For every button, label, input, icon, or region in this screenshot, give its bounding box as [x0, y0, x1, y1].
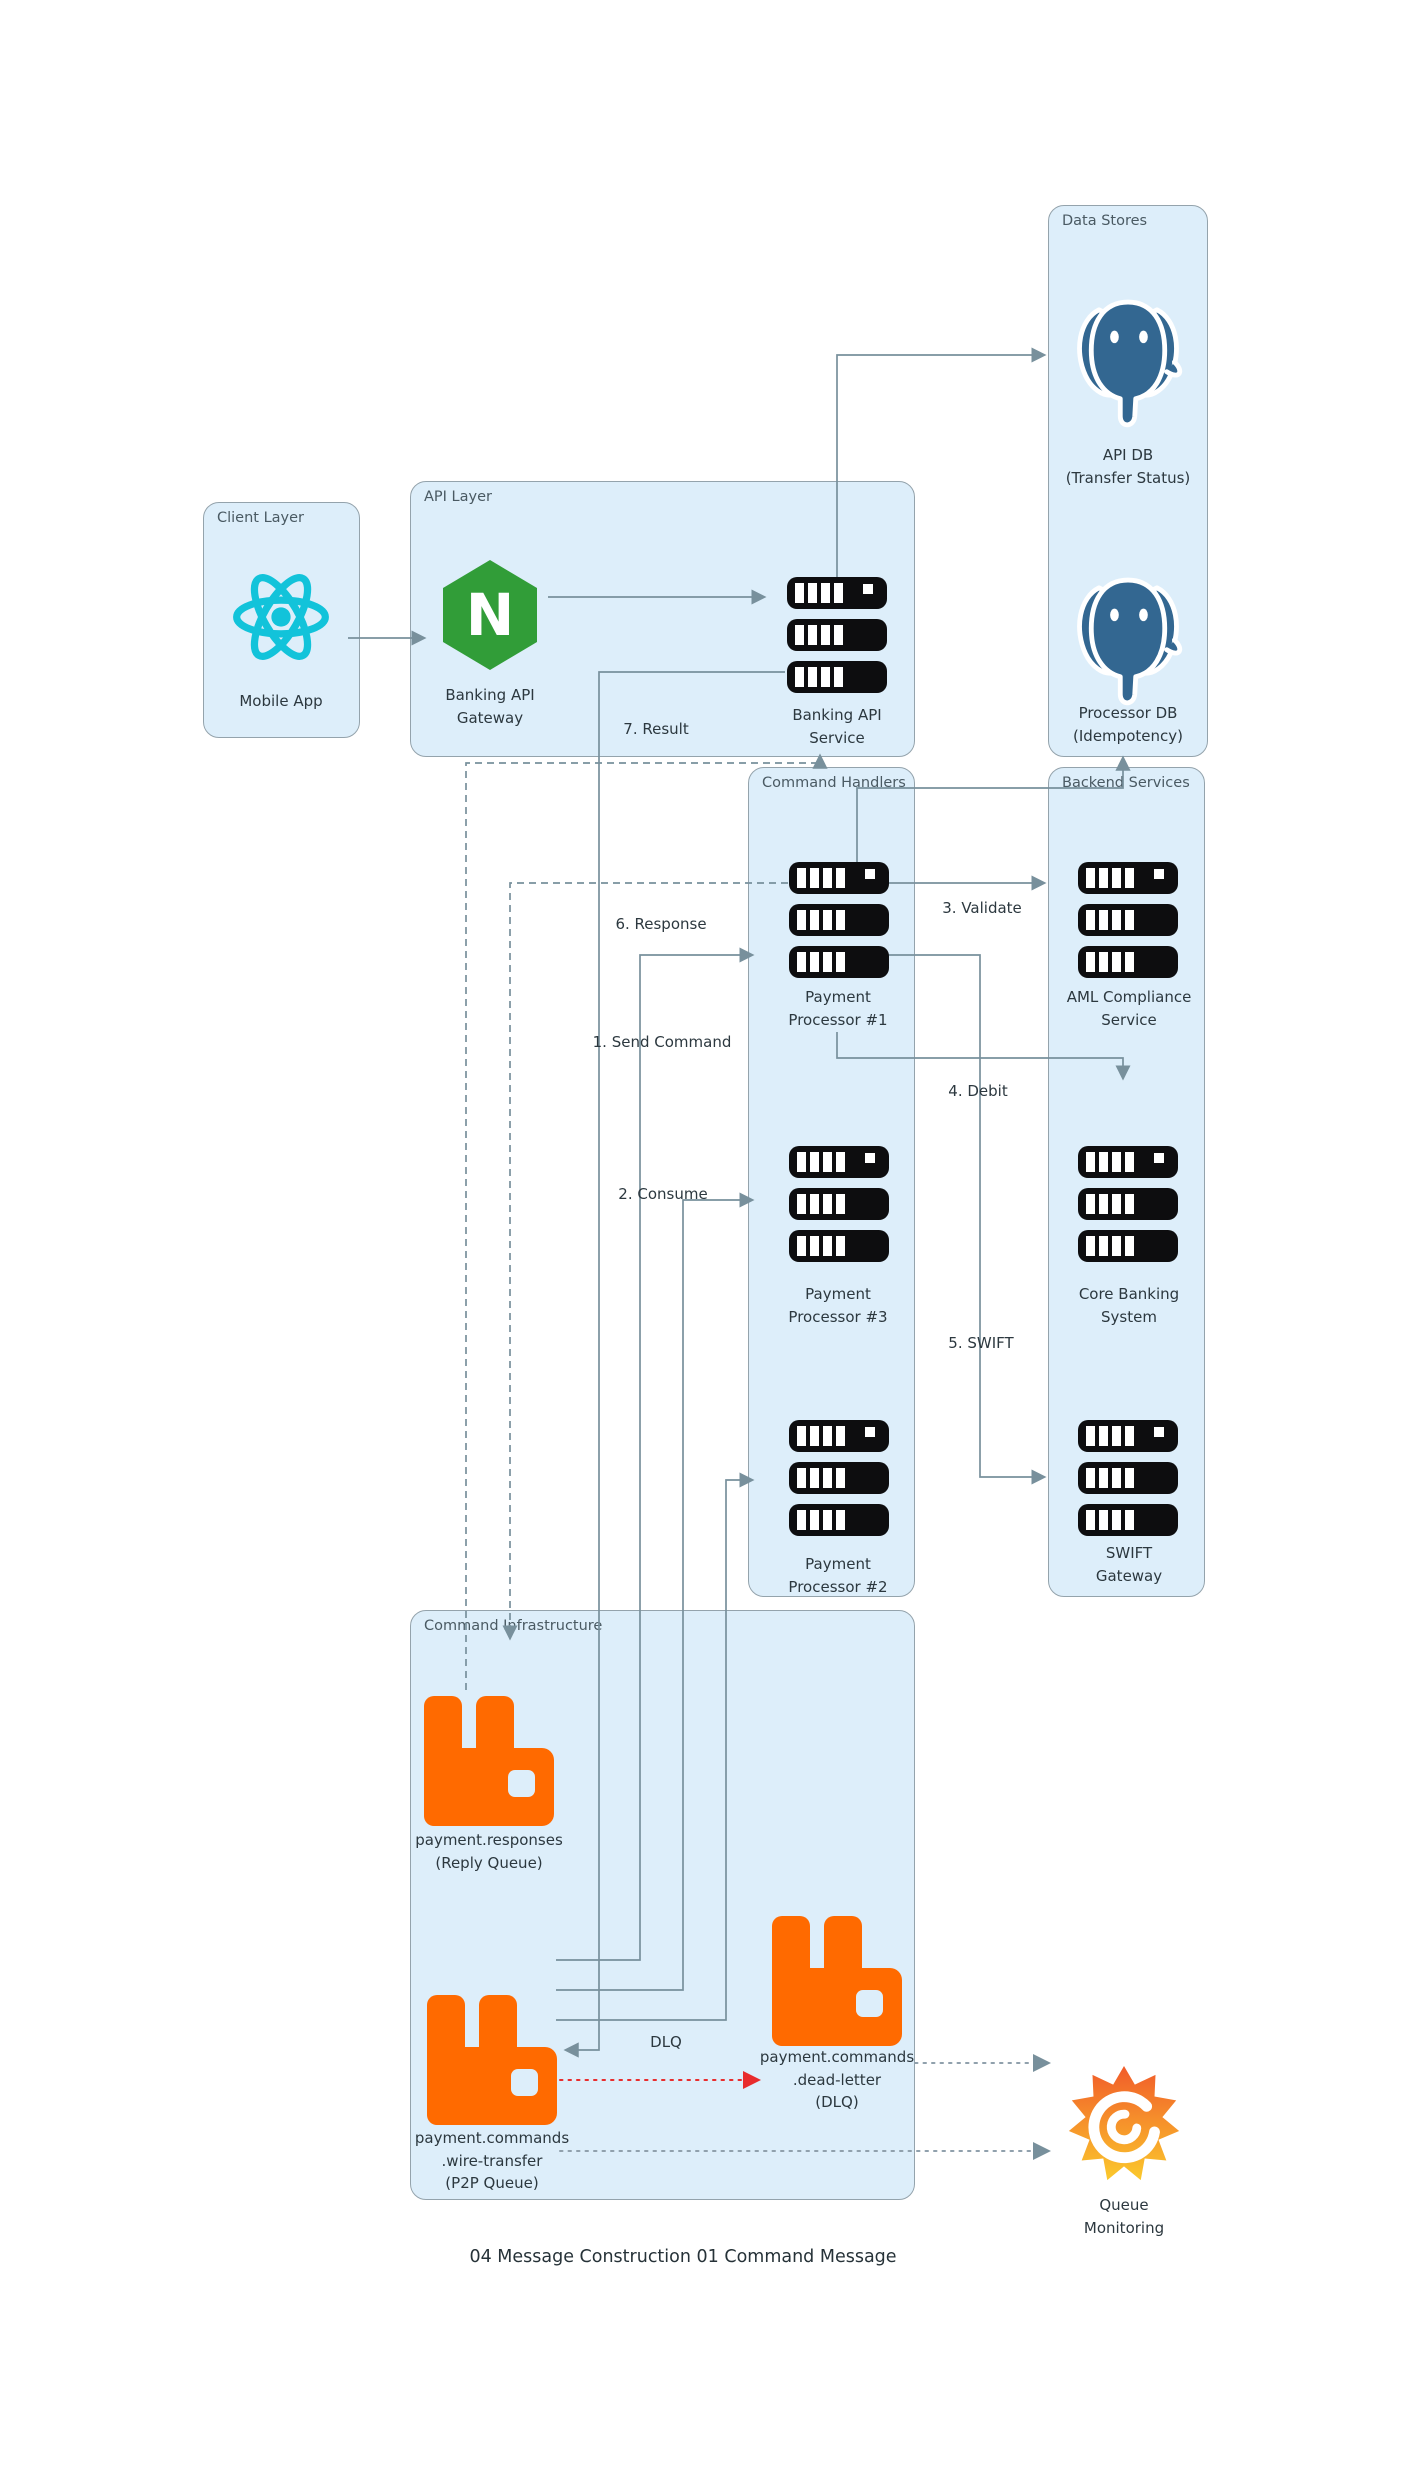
payment-commands-wire-transfer-label: payment.commands .wire-transfer (P2P Que… — [414, 2129, 570, 2192]
queue-monitoring-label: Queue Monitoring — [1083, 2196, 1165, 2237]
server-rack-icon — [786, 577, 888, 693]
banking-api-gateway-label: Banking API Gateway — [445, 686, 535, 727]
server-rack-icon — [788, 1146, 890, 1262]
edge-label-result: 7. Result — [623, 720, 689, 738]
group-client-layer: Client Layer — [203, 502, 360, 738]
banking-api-service-label: Banking API Service — [792, 706, 882, 747]
group-data-stores-label: Data Stores — [1062, 213, 1148, 229]
group-api-layer-label: API Layer — [424, 489, 492, 505]
server-rack-icon — [788, 1420, 890, 1536]
aml-compliance-service-label: AML Compliance Service — [1066, 988, 1192, 1029]
postgresql-icon — [1070, 566, 1186, 716]
payment-processor-3-label: Payment Processor #3 — [788, 1285, 888, 1326]
diagram-caption: 04 Message Construction 01 Command Messa… — [469, 2247, 897, 2267]
edge-label-dlq: DLQ — [650, 2033, 682, 2051]
nginx-icon: N — [443, 560, 537, 670]
group-backend-services-label: Backend Services — [1062, 775, 1190, 791]
svg-text:N: N — [466, 581, 515, 649]
rabbitmq-icon — [772, 1915, 902, 2047]
group-command-handlers-label: Command Handlers — [762, 775, 906, 791]
edge-label-swift: 5. SWIFT — [948, 1334, 1014, 1352]
postgresql-icon — [1070, 288, 1186, 438]
api-db-label: API DB (Transfer Status) — [1065, 446, 1191, 487]
edge-label-response: 6. Response — [615, 915, 707, 933]
core-banking-system-label: Core Banking System — [1078, 1285, 1180, 1326]
group-command-infrastructure-label: Command Infrastructure — [424, 1618, 603, 1634]
edge-label-debit: 4. Debit — [948, 1082, 1008, 1100]
server-rack-icon — [1077, 1146, 1179, 1262]
server-rack-icon — [788, 862, 890, 978]
server-rack-icon — [1077, 862, 1179, 978]
edge-response-dashed — [502, 882, 788, 1641]
payment-processor-2-label: Payment Processor #2 — [788, 1555, 888, 1596]
rabbitmq-icon — [424, 1695, 554, 1827]
edge-label-validate: 3. Validate — [942, 899, 1022, 917]
edge-label-send-command: 1. Send Command — [592, 1033, 732, 1051]
grafana-icon — [1060, 2058, 1188, 2196]
rabbitmq-icon — [427, 1994, 557, 2126]
payment-processor-1-label: Payment Processor #1 — [788, 988, 888, 1029]
react-icon — [233, 574, 329, 660]
group-client-layer-label: Client Layer — [217, 510, 305, 526]
mobile-app-label: Mobile App — [239, 692, 323, 710]
payment-responses-label: payment.responses (Reply Queue) — [415, 1831, 563, 1872]
edge-label-consume: 2. Consume — [618, 1185, 708, 1203]
swift-gateway-label: SWIFT Gateway — [1095, 1544, 1163, 1585]
server-rack-icon — [1077, 1420, 1179, 1536]
processor-db-label: Processor DB (Idempotency) — [1073, 704, 1183, 745]
payment-commands-dead-letter-label: payment.commands .dead-letter (DLQ) — [759, 2048, 915, 2111]
